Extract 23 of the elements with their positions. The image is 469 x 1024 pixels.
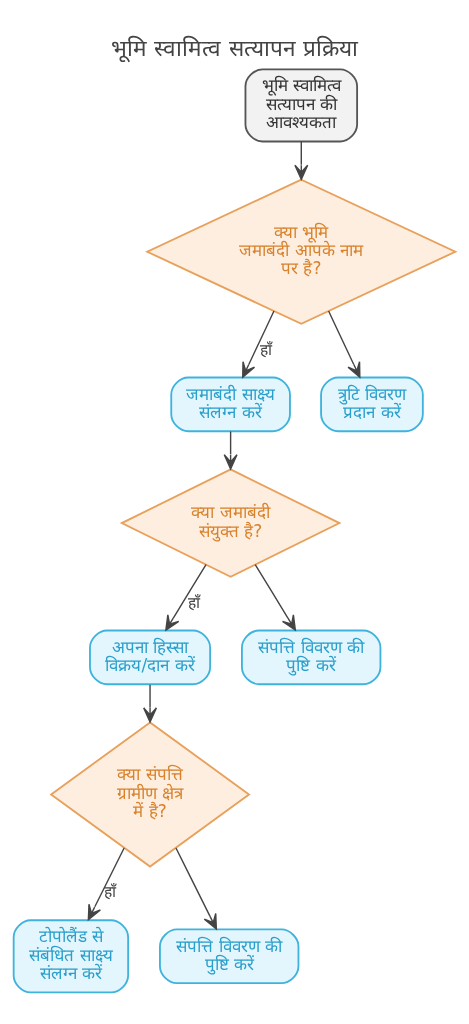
arrow [143, 683, 158, 723]
edge-label: हाँ [187, 593, 200, 612]
node-box: अपना हिस्सा विक्रय/दान करें [89, 629, 212, 685]
node-diamond: क्या भूमि जमाबंदी आपके नाम पर है? [145, 178, 458, 325]
arrow [223, 430, 238, 470]
node-box: जमाबंदी साक्ष्य संलग्न करें [170, 376, 291, 432]
arrow [242, 309, 275, 378]
edge-label: हाँ [104, 882, 117, 901]
arrow [87, 846, 125, 920]
arrow [165, 563, 207, 631]
diagram-title: भूमि स्वामित्व सत्यापन प्रक्रिया [111, 34, 358, 61]
arrow [254, 563, 297, 631]
node-box: टोपोलैंड से संबंधित साक्ष्य संलग्न करें [12, 918, 130, 993]
arrow [175, 846, 218, 930]
node-diamond: क्या संपत्ति ग्रामीण क्षेत्र में है? [49, 720, 251, 868]
edge-label: हाँ [259, 340, 272, 359]
node-box: संपत्ति विवरण की पुष्टि करें [241, 629, 382, 685]
node-box: भूमि स्वामित्व सत्यापन की आवश्यकता [244, 68, 359, 142]
node-box: त्रुटि विवरण प्रदान करें [320, 376, 424, 432]
arrow [294, 140, 309, 180]
arrow [327, 309, 361, 378]
node-box: संपत्ति विवरण की पुष्टि करें [159, 928, 300, 984]
node-diamond: क्या जमाबंदी संयुक्त है? [119, 467, 342, 578]
